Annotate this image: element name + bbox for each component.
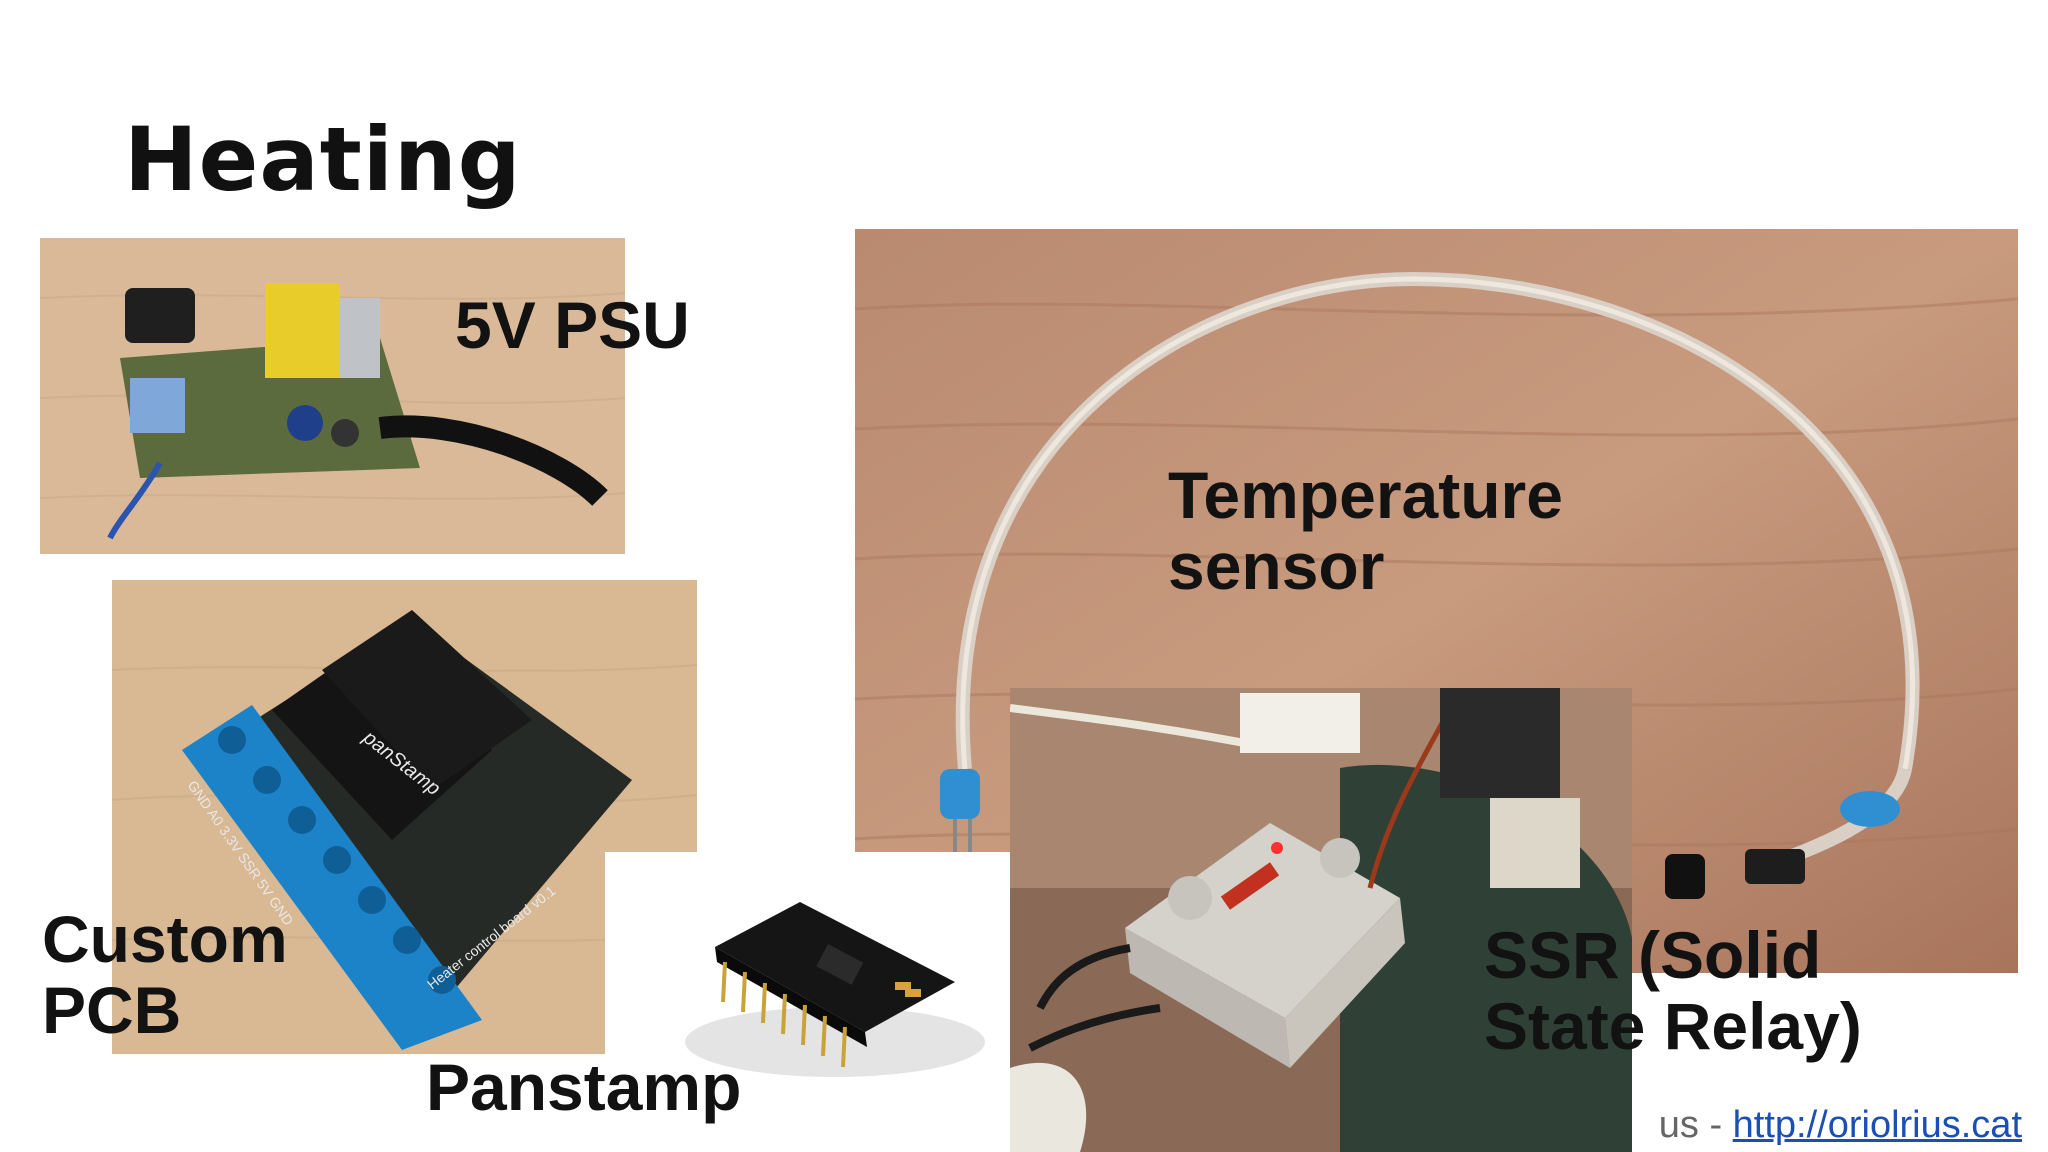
ssr-label-line1: SSR (Solid bbox=[1484, 918, 1822, 992]
ssr-photo bbox=[1010, 688, 1632, 1152]
temperature-sensor-label: Temperature sensor bbox=[1168, 458, 1563, 604]
psu-photo bbox=[40, 238, 625, 554]
ssr-label: SSR (Solid State Relay) bbox=[1484, 918, 1862, 1064]
pcb-label-line1: Custom bbox=[42, 902, 288, 976]
custom-pcb-label: Custom PCB bbox=[42, 902, 288, 1048]
temperature-label-line2: sensor bbox=[1168, 529, 1385, 604]
panstamp-photo bbox=[605, 852, 1025, 1152]
psu-label: 5V PSU bbox=[455, 288, 690, 362]
ssr-label-line2: State Relay) bbox=[1484, 989, 1862, 1064]
temperature-label-line1: Temperature bbox=[1168, 458, 1563, 532]
pcb-label-line2: PCB bbox=[42, 973, 182, 1048]
panstamp-label-text: Panstamp bbox=[426, 1050, 742, 1124]
custom-pcb-photo: panStamp GND A0 3.3V SSR 5V GND Heater c… bbox=[112, 580, 697, 1054]
footer-author-fragment: us - bbox=[1658, 1104, 1733, 1146]
psu-label-text: 5V PSU bbox=[455, 288, 690, 362]
slide-title: Heating bbox=[124, 108, 522, 211]
footer-link[interactable]: http://oriolrius.cat bbox=[1732, 1104, 2022, 1146]
panstamp-label: Panstamp bbox=[426, 1050, 742, 1124]
footer-credit: us - http://oriolrius.cat bbox=[1659, 1104, 2022, 1147]
